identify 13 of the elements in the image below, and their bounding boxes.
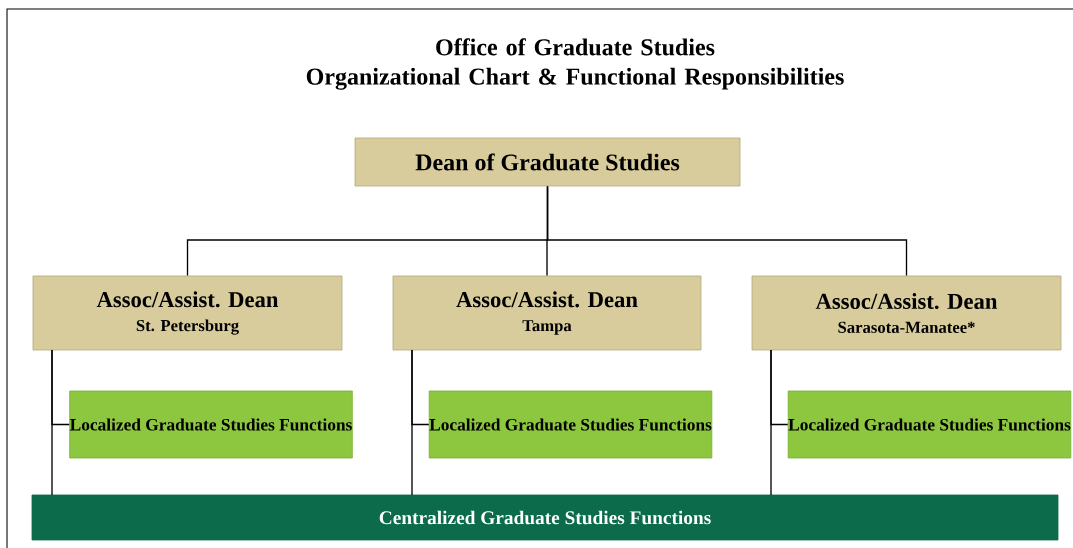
function-box: Localized Graduate Studies Functions	[428, 390, 713, 459]
connector-line	[51, 349, 53, 496]
position-box: Assoc/Assist. Dean Tampa	[392, 275, 702, 351]
position-box: Assoc/Assist. Dean Sarasota-Manatee*	[751, 275, 1062, 351]
function-box: Localized Graduate Studies Functions	[787, 390, 1072, 459]
connector-line	[546, 185, 908, 277]
function-bar: Centralized Graduate Studies Functions	[31, 494, 1059, 541]
position-box: Dean of Graduate Studies	[354, 137, 741, 187]
connector-line	[770, 349, 772, 496]
function-box: Localized Graduate Studies Functions	[69, 390, 353, 459]
connector-line	[411, 349, 413, 496]
chart-title: Office of Graduate Studies Organizational Chart & Functional Responsibilities	[306, 38, 844, 90]
position-box: Assoc/Assist. Dean St. Petersburg	[32, 275, 343, 351]
